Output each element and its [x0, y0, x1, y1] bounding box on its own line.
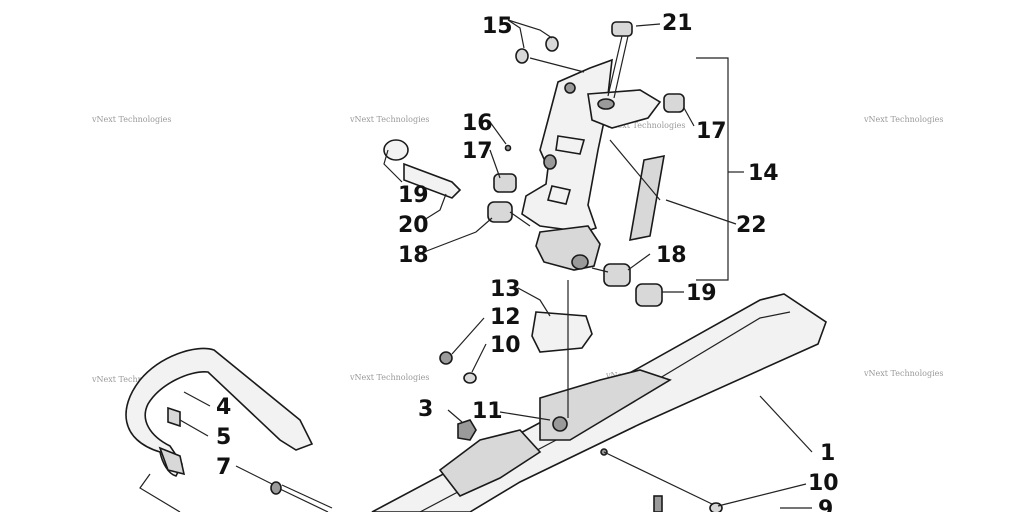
nut-part: [457, 419, 477, 441]
callout-15: 15: [482, 14, 513, 39]
callout-17: 17: [462, 139, 493, 164]
callout-10: 10: [808, 471, 839, 496]
callout-20: 20: [398, 213, 429, 238]
callout-19: 19: [398, 183, 429, 208]
callout-19: 19: [686, 281, 717, 306]
watermark: vNext Technologies: [349, 373, 429, 382]
callout-4: 4: [216, 395, 231, 420]
block-part: [531, 311, 593, 353]
callout-14: 14: [748, 161, 779, 186]
callout-12: 12: [490, 305, 521, 330]
callout-16: 16: [462, 111, 493, 136]
ski-part: [371, 293, 827, 512]
watermark: vNext Technologies: [863, 115, 943, 124]
leader-lines: [139, 19, 813, 512]
callout-bracket: [696, 57, 729, 281]
bushing-part: [635, 283, 663, 307]
callout-3: 3: [418, 397, 433, 422]
callout-22: 22: [736, 213, 767, 238]
watermark: vNext Technologies: [349, 115, 429, 124]
spindle-part: [521, 58, 662, 271]
callout-9: 9: [818, 497, 833, 512]
bushing-set-left: [383, 139, 517, 223]
washer-part: [545, 36, 559, 52]
callout-18: 18: [398, 243, 429, 268]
callout-7: 7: [216, 455, 231, 480]
watermark: vNext Technologies: [91, 375, 171, 384]
watermark: vNext Technologies: [863, 369, 943, 378]
callout-13: 13: [490, 277, 521, 302]
watermark: vNext Technologies: [605, 121, 685, 130]
callout-17: 17: [696, 119, 727, 144]
handle-part: [125, 347, 314, 477]
callout-1: 1: [820, 441, 835, 466]
bolt-part: [270, 481, 333, 512]
washer-part: [515, 48, 529, 64]
bushing-part: [663, 93, 685, 113]
cap-part: [607, 21, 633, 99]
callout-5: 5: [216, 425, 231, 450]
nut-part: [439, 351, 453, 365]
bushing-part: [603, 263, 631, 287]
callout-10: 10: [490, 333, 521, 358]
bolt-part: [653, 495, 663, 512]
callout-18: 18: [656, 243, 687, 268]
decal-part: [629, 154, 665, 242]
callout-21: 21: [662, 11, 693, 36]
watermark: vNext Technologies: [91, 115, 171, 124]
callout-11: 11: [472, 399, 503, 424]
washer-part: [463, 372, 477, 384]
